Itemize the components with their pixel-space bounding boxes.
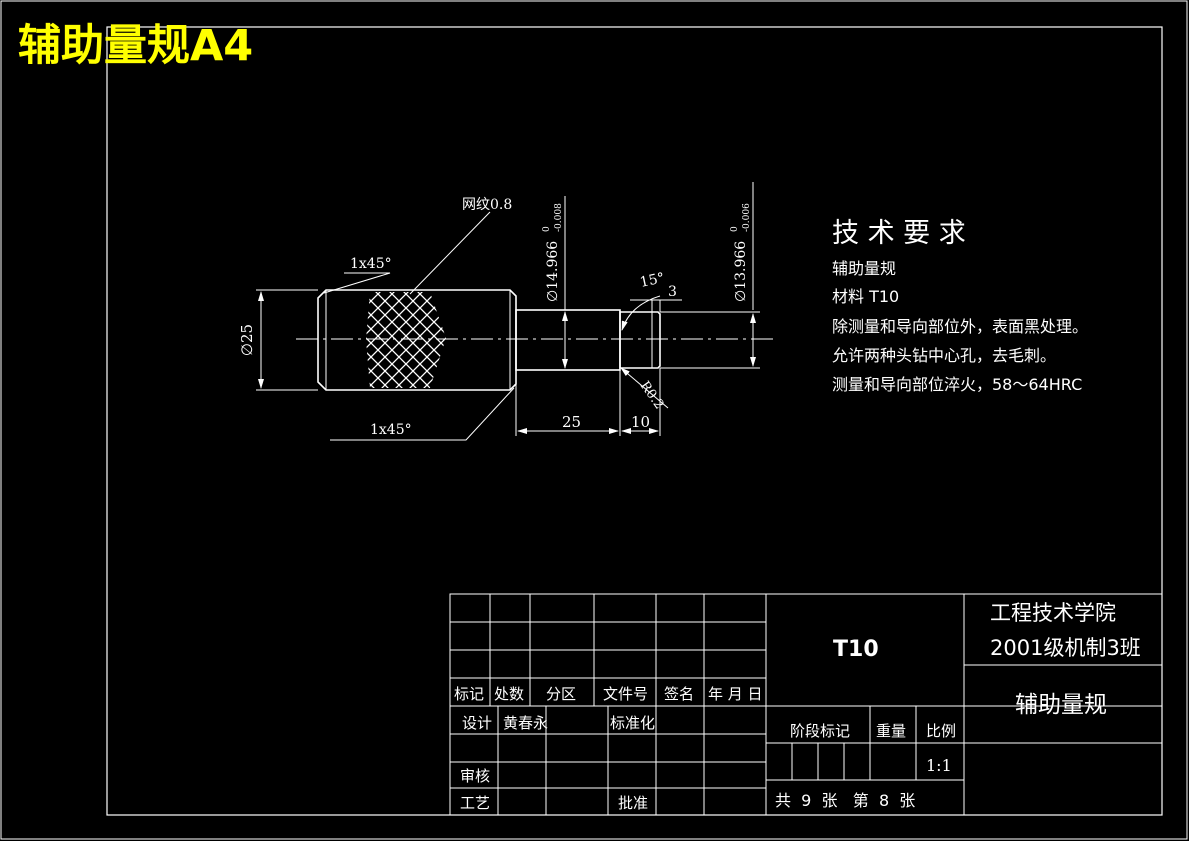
tb-school-line2: 2001级机制3班 bbox=[990, 636, 1141, 660]
tb-header: 分区 bbox=[546, 685, 576, 703]
tb-review-label: 审核 bbox=[460, 767, 490, 785]
tb-material: T10 bbox=[833, 637, 879, 662]
tech-requirements: 技 术 要 求 辅助量规 材料 T10 除测量和导向部位外，表面黑处理。 允许两… bbox=[832, 218, 1088, 394]
tb-scale-value: 1:1 bbox=[926, 756, 952, 775]
tb-school-line1: 工程技术学院 bbox=[990, 601, 1116, 625]
tb-header: 年 月 日 bbox=[708, 685, 763, 703]
tech-req-heading: 技 术 要 求 bbox=[832, 218, 966, 249]
tb-weight-label: 重量 bbox=[876, 722, 906, 740]
dim-length-gauge: 25 bbox=[562, 413, 581, 431]
callout-chamfer-top: 1x45° bbox=[350, 256, 392, 272]
tb-scale-label: 比例 bbox=[926, 722, 956, 740]
dim-radius: R0.2 bbox=[637, 379, 667, 413]
tb-standardization-label: 标准化 bbox=[610, 714, 655, 732]
callout-knurl: 网纹0.8 bbox=[462, 197, 512, 213]
tech-req-line: 辅助量规 bbox=[832, 259, 896, 278]
dim-dia-gauge-tol-upper: 0 bbox=[542, 226, 552, 232]
tb-stage-label: 阶段标记 bbox=[790, 722, 850, 740]
dim-angle: 15° bbox=[639, 270, 667, 291]
dim-dia-guide: ∅13.966 bbox=[733, 241, 749, 302]
leader-knurl bbox=[409, 211, 491, 295]
leader-chamfer-bottom bbox=[330, 387, 515, 441]
sheet-title: 辅助量规A4 bbox=[18, 21, 253, 71]
tb-header: 文件号 bbox=[603, 685, 648, 703]
tech-req-line: 允许两种头钻中心孔，去毛刺。 bbox=[832, 346, 1056, 365]
tb-part-name: 辅助量规 bbox=[1015, 692, 1107, 718]
title-block: T10 工程技术学院 2001级机制3班 辅助量规 标记 处数 分区 文件号 签… bbox=[449, 593, 1163, 816]
part-view: ∅25 ∅14.966 0 -0.008 ∅13.966 0 -0.006 15… bbox=[238, 182, 775, 441]
angle-arc bbox=[621, 295, 661, 331]
dim-dia-gauge: ∅14.966 bbox=[545, 241, 561, 302]
tb-header: 签名 bbox=[664, 685, 694, 703]
gauge-section bbox=[515, 309, 621, 371]
tb-process-label: 工艺 bbox=[460, 794, 490, 812]
dim-dia-body: ∅25 bbox=[238, 324, 256, 356]
tech-req-line: 材料 T10 bbox=[832, 287, 899, 306]
tb-header: 标记 bbox=[454, 685, 484, 703]
knurl-zone bbox=[366, 292, 446, 388]
dim-dia-gauge-tol-lower: -0.008 bbox=[554, 203, 564, 232]
tech-req-line: 除测量和导向部位外，表面黑处理。 bbox=[832, 317, 1088, 336]
dim-length-small: 3 bbox=[668, 284, 677, 300]
tb-designer: 黄春永 bbox=[503, 714, 548, 732]
callout-chamfer-bottom: 1x45° bbox=[370, 422, 412, 438]
dim-dia-guide-tol-upper: 0 bbox=[730, 226, 740, 232]
dim-dia-guide-tol-lower: -0.006 bbox=[742, 203, 752, 232]
tb-sheet-count: 共 9 张 第 8 张 bbox=[775, 791, 915, 810]
dim-length-guide: 10 bbox=[631, 413, 650, 431]
guide-section bbox=[619, 311, 661, 369]
leader-chamfer-top bbox=[323, 272, 391, 294]
tech-req-line: 测量和导向部位淬火，58～64HRC bbox=[832, 375, 1082, 394]
tb-header: 处数 bbox=[494, 685, 524, 703]
tb-design-label: 设计 bbox=[462, 714, 492, 732]
tb-approve-label: 批准 bbox=[618, 794, 648, 812]
